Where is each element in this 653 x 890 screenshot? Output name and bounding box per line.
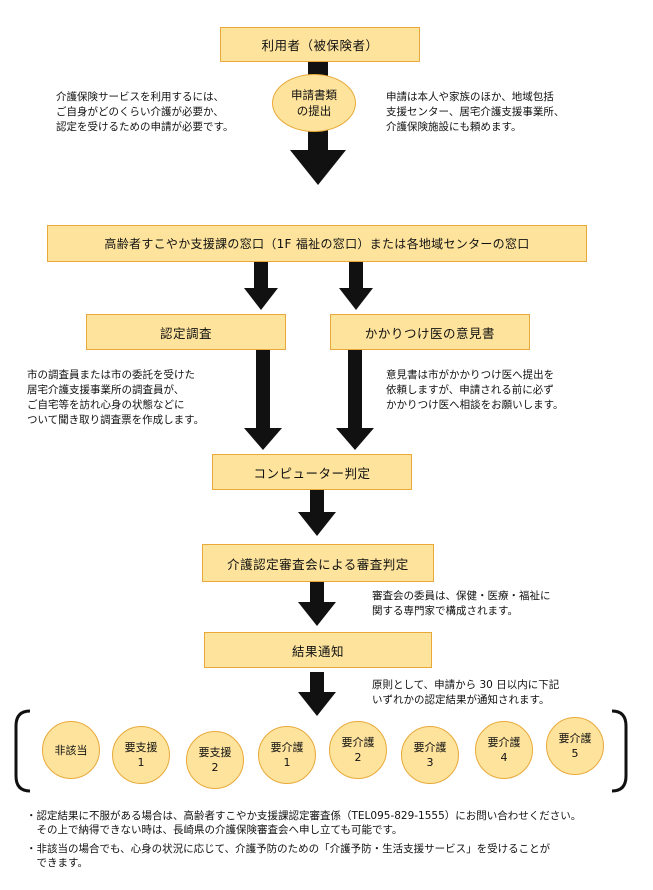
right-bracket xyxy=(611,709,628,793)
note-committee: 審査会の委員は、保健・医療・福祉に 関する専門家で構成されます。 xyxy=(372,590,551,617)
note-survey: 市の調査員または市の委託を受けた 居宅介護支援事業所の調査員が、 ご自宅等を訪れ… xyxy=(27,369,205,426)
arrow-committee-to-result xyxy=(298,582,336,626)
arrow-survey-to-computer xyxy=(244,350,282,450)
outcome-level-label: 要介護 xyxy=(270,741,304,754)
outcome-level-label: 要介護 xyxy=(413,741,447,754)
outcome-level-label: 要支援 xyxy=(198,746,232,759)
outcome-circle: 要介護 3 xyxy=(401,726,459,784)
outcome-level-number: 3 xyxy=(426,756,434,769)
counter-box: 高齢者すこやか支援課の窓口（1F 福祉の窓口）または各地域センターの窓口 xyxy=(47,225,587,262)
outcome-level-label: 要支援 xyxy=(124,741,158,754)
outcome-level-number: 5 xyxy=(571,747,579,760)
outcome-circle: 要介護 1 xyxy=(258,726,316,784)
outcome-level-label: 要介護 xyxy=(341,736,375,749)
left-bracket xyxy=(14,709,31,793)
outcome-circle: 要支援 1 xyxy=(112,726,170,784)
outcome-level-number: 1 xyxy=(137,756,145,769)
outcome-circle: 非該当 xyxy=(42,721,100,779)
arrow-doctor-to-computer xyxy=(336,350,374,450)
submit-application-oval: 申請書類 の提出 xyxy=(272,74,356,132)
note-application-required: 介護保険サービスを利用するには、 ご自身がどのくらい介護が必要か、 認定を受ける… xyxy=(56,91,234,133)
outcome-circle: 要介護 5 xyxy=(546,717,604,775)
outcome-circle: 要介護 2 xyxy=(329,721,387,779)
arrow-counter-to-doctor xyxy=(339,262,373,310)
outcome-level-number: 1 xyxy=(283,756,291,769)
computer-judgment-box: コンピューター判定 xyxy=(212,454,412,490)
note-result: 原則として、申請から 30 日以内に下記 いずれかの認定結果が通知されます。 xyxy=(372,679,560,706)
applicant-box: 利用者（被保険者） xyxy=(220,27,420,62)
note-doctor-opinion: 意見書は市がかかりつけ医へ提出を 依頼しますが、申請される前に必ず かかりつけ医… xyxy=(386,369,564,411)
arrow-counter-to-survey xyxy=(244,262,278,310)
outcome-level-label: 非該当 xyxy=(54,743,88,757)
outcome-circle: 要支援 2 xyxy=(186,731,244,789)
outcome-level-number: 2 xyxy=(354,751,362,764)
outcome-circle: 要介護 4 xyxy=(475,721,533,779)
outcome-level-label: 要介護 xyxy=(558,732,592,745)
arrow-result-to-outcomes xyxy=(298,672,336,716)
footnote-appeal: ・認定結果に不服がある場合は、高齢者すこやか支援課認定審査係（TEL095-82… xyxy=(26,810,582,836)
arrow-computer-to-committee xyxy=(298,490,336,536)
footnote-non-applicable: ・非該当の場合でも、心身の状況に応じて、介護予防のための「介護予防・生活支援サー… xyxy=(26,843,551,869)
outcome-level-number: 4 xyxy=(500,751,508,764)
doctor-opinion-box: かかりつけ医の意見書 xyxy=(330,314,530,350)
outcome-level-number: 2 xyxy=(211,761,219,774)
note-who-can-apply: 申請は本人や家族のほか、地域包括 支援センター、居宅介護支援事業所、 介護保険施… xyxy=(386,91,565,133)
committee-review-box: 介護認定審査会による審査判定 xyxy=(202,544,434,582)
result-notice-box: 結果通知 xyxy=(204,632,432,668)
survey-box: 認定調査 xyxy=(86,314,286,350)
outcome-level-label: 要介護 xyxy=(487,736,521,749)
